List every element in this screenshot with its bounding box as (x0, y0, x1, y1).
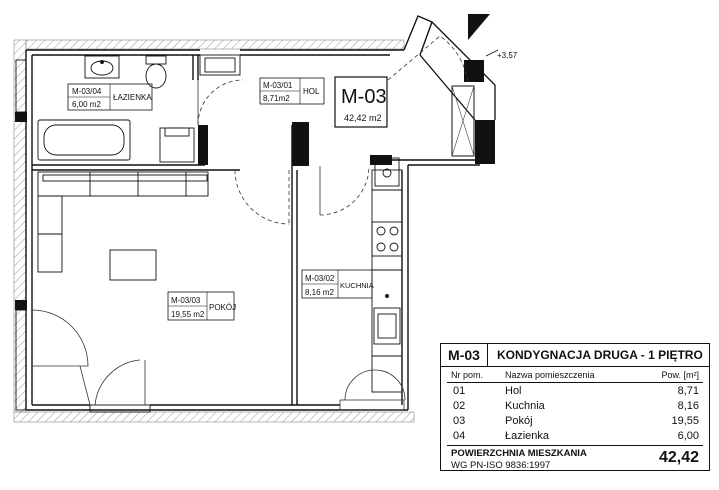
bathroom-fixtures (37, 54, 241, 163)
north-arrow-icon (468, 14, 490, 40)
living-door (234, 169, 290, 225)
kitchen-fixtures (371, 157, 403, 393)
living-furniture (37, 171, 209, 281)
room-area: 8,16 m2 (305, 288, 334, 297)
wall-blocks (15, 60, 495, 310)
legend-footer: POWIERZCHNIA MIESZKANIA WG PN-ISO 9836:1… (441, 447, 709, 472)
legend-row: 01 Hol 8,71 (441, 384, 709, 399)
room-area: 19,55 m2 (171, 310, 205, 319)
door-swings-living (31, 309, 146, 406)
legend-header: M-03 KONDYGNACJA DRUGA - 1 PIĘTRO (441, 344, 709, 367)
legend-row-area: 19,55 (671, 415, 699, 427)
legend-unit: M-03 (441, 344, 488, 366)
entrance-door-swing (387, 35, 469, 85)
legend-row-nr: 01 (453, 385, 466, 397)
legend-col-name: Nazwa pomieszczenia (505, 370, 595, 380)
unit-badge: M-03 42,42 m2 (334, 76, 388, 128)
legend-col-area: Pow. [m²] (661, 370, 699, 380)
room-area: 8,71m2 (263, 94, 290, 103)
room-label-kitchen: M-03/02 8,16 m2 KUCHNIA (301, 269, 374, 299)
room-name: POKÓJ (209, 303, 236, 312)
room-name: KUCHNIA (340, 281, 374, 290)
legend-row: 02 Kuchnia 8,16 (441, 399, 709, 414)
room-label-bathroom: M-03/04 6,00 m2 ŁAZIENKA (67, 83, 153, 111)
legend-row-nr: 04 (453, 430, 466, 442)
room-id: M-03/04 (72, 87, 102, 96)
exterior-hatch (13, 39, 415, 423)
room-id: M-03/03 (171, 296, 201, 305)
level-marker-line (485, 49, 499, 57)
legend-row-name: Łazienka (505, 430, 550, 442)
legend-row-nr: 02 (453, 400, 466, 412)
room-label-living: M-03/03 19,55 m2 POKÓJ (167, 291, 236, 321)
room-name: HOL (303, 87, 320, 96)
legend-row-area: 6,00 (677, 430, 699, 442)
legend-row-name: Kuchnia (505, 400, 545, 412)
legend-row: 04 Łazienka 6,00 (441, 429, 709, 444)
legend-divider (447, 382, 703, 383)
kitchen-window (339, 369, 406, 411)
unit-badge-area: 42,42 m2 (344, 113, 382, 123)
legend-floor-title: KONDYGNACJA DRUGA - 1 PIĘTRO (497, 348, 703, 362)
room-id: M-03/01 (263, 81, 293, 90)
legend-total-norm: WG PN-ISO 9836:1997 (451, 460, 551, 471)
legend-table: M-03 KONDYGNACJA DRUGA - 1 PIĘTRO Nr pom… (440, 343, 710, 471)
window-left-bath (15, 59, 27, 113)
walls (25, 15, 480, 411)
legend-row: 03 Pokój 19,55 (441, 414, 709, 429)
unit-badge-code: M-03 (341, 86, 387, 108)
legend-total-value: 42,42 (658, 449, 699, 466)
kitchen-door (319, 165, 370, 216)
legend-row-nr: 03 (453, 415, 466, 427)
legend-col-nr: Nr pom. (451, 370, 484, 380)
room-label-hall: M-03/01 8,71m2 HOL (259, 77, 325, 105)
room-id: M-03/02 (305, 274, 335, 283)
legend-row-area: 8,71 (677, 385, 699, 397)
legend-total-label: POWIERZCHNIA MIESZKANIA (451, 448, 587, 459)
room-name: ŁAZIENKA (113, 93, 152, 102)
level-marker: +3,57 (497, 51, 518, 60)
bathroom-door (197, 79, 244, 165)
room-area: 6,00 m2 (72, 100, 101, 109)
legend-row-name: Hol (505, 385, 522, 397)
window-bottom-left (15, 309, 151, 413)
entrance-wall (419, 21, 496, 121)
legend-row-name: Pokój (505, 415, 533, 427)
window-right (451, 85, 475, 157)
legend-divider (447, 445, 703, 446)
legend-row-area: 8,16 (677, 400, 699, 412)
